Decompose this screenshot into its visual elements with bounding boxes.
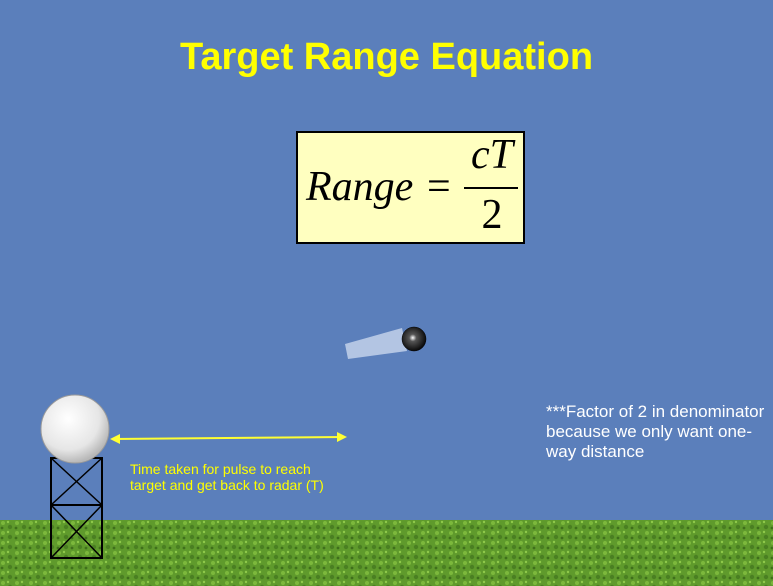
radar-tower-icon bbox=[50, 457, 103, 559]
grass-texture bbox=[0, 520, 773, 586]
equation-denominator: 2 bbox=[481, 192, 503, 238]
round-trip-arrow bbox=[110, 432, 347, 444]
radar-dome-icon bbox=[40, 394, 110, 464]
factor-of-two-note: ***Factor of 2 in denominator because we… bbox=[546, 402, 765, 461]
slide-title: Target Range Equation bbox=[179, 36, 594, 78]
target-ball-icon bbox=[401, 326, 427, 352]
range-equation-box: Range = cT 2 bbox=[296, 131, 525, 244]
equation-lhs: Range bbox=[306, 164, 414, 210]
equation-numerator: cT bbox=[471, 132, 513, 178]
fraction-bar bbox=[464, 187, 518, 189]
radar-pulse-icon bbox=[345, 328, 407, 359]
grass-ground bbox=[0, 520, 773, 586]
pulse-time-caption: Time taken for pulse to reach target and… bbox=[130, 461, 324, 493]
equation-equals: = bbox=[427, 164, 451, 210]
